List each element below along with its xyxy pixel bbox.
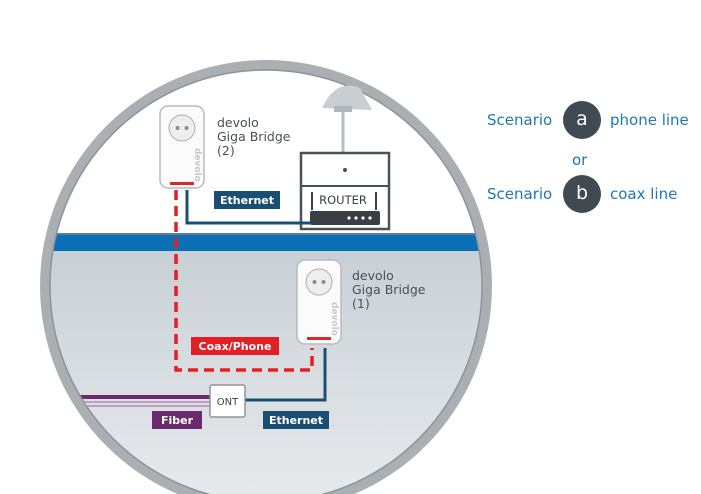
adapter-1-label-line1: devolo [352,268,394,283]
ont-label: ONT [217,397,239,408]
scenario-or: or [572,151,588,169]
ethernet-bottom-tag [263,411,329,429]
coax-phone-cable [174,190,314,372]
scenario-a-suffix: phone line [610,111,689,129]
ethernet-bottom-tag-text: Ethernet [269,414,323,427]
adapter-1-label-line2: Giga Bridge [352,282,426,297]
floor-band [50,235,482,251]
ont-box [209,384,246,418]
fiber-tag [152,411,202,429]
adapter-2-label-line1: devolo [217,115,259,130]
scenario-b-prefix: Scenario [487,185,553,203]
ceiling-lamp-icon [322,85,372,158]
scenario-b-suffix: coax line [610,185,678,203]
ethernet-cable-bottom [245,348,327,402]
scenario-b-badge: b [563,175,601,213]
adapter-1-brand: devolo [329,302,339,336]
adapter-1-label-line3: (1) [352,296,370,311]
scenario-a-badge: a [563,101,601,139]
lower-room [50,250,482,494]
ethernet-cable-top [185,190,312,225]
router-device [310,192,380,225]
ethernet-top-tag-text: Ethernet [220,194,274,207]
adapter-2-label-line2: Giga Bridge [217,129,291,144]
ethernet-top-tag [214,191,280,209]
coax-phone-tag-text: Coax/Phone [199,340,272,353]
upper-room [50,70,482,238]
scenario-a-prefix: Scenario [487,111,553,129]
adapter-2-label-line3: (2) [217,143,235,158]
giga-bridge-adapter-1 [296,259,342,345]
router-label: ROUTER [319,193,367,207]
coax-phone-tag [191,337,279,355]
giga-bridge-adapter-2 [159,105,205,189]
adapter-2-brand: devolo [192,148,202,182]
fiber-tag-text: Fiber [161,414,194,427]
